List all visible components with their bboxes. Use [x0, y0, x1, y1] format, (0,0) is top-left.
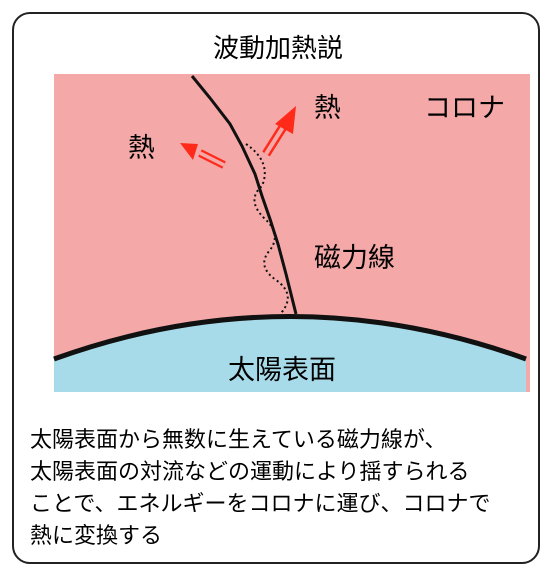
oscillating-field-line [245, 143, 295, 319]
heat-label-right: 熱 [314, 93, 341, 124]
caption-line-2: 太陽表面の対流などの運動により揺すられる [30, 460, 470, 485]
heat-arrow-right [262, 106, 296, 157]
diagram-title: 波動加熱説 [212, 34, 343, 64]
solar-surface-limb [53, 314, 527, 362]
caption: 太陽表面から無数に生えている磁力線が、 太陽表面の対流などの運動により揺すられる… [30, 425, 540, 553]
heat-label-left: 熱 [128, 133, 155, 164]
diagram-illustration [53, 74, 530, 392]
corona-label: コロナ [424, 93, 505, 124]
magnetic-field-line-label: 磁力線 [314, 243, 395, 274]
solar-surface-label: 太陽表面 [228, 355, 336, 386]
caption-line-4: 熱に変換する [30, 524, 163, 549]
caption-line-3: ことで、エネルギーをコロナに運び、コロナで [30, 492, 491, 517]
solar-surface-region [54, 316, 526, 392]
magnetic-field-line [190, 75, 298, 315]
caption-line-1: 太陽表面から無数に生えている磁力線が、 [30, 428, 447, 453]
heat-arrow-left [180, 143, 226, 169]
